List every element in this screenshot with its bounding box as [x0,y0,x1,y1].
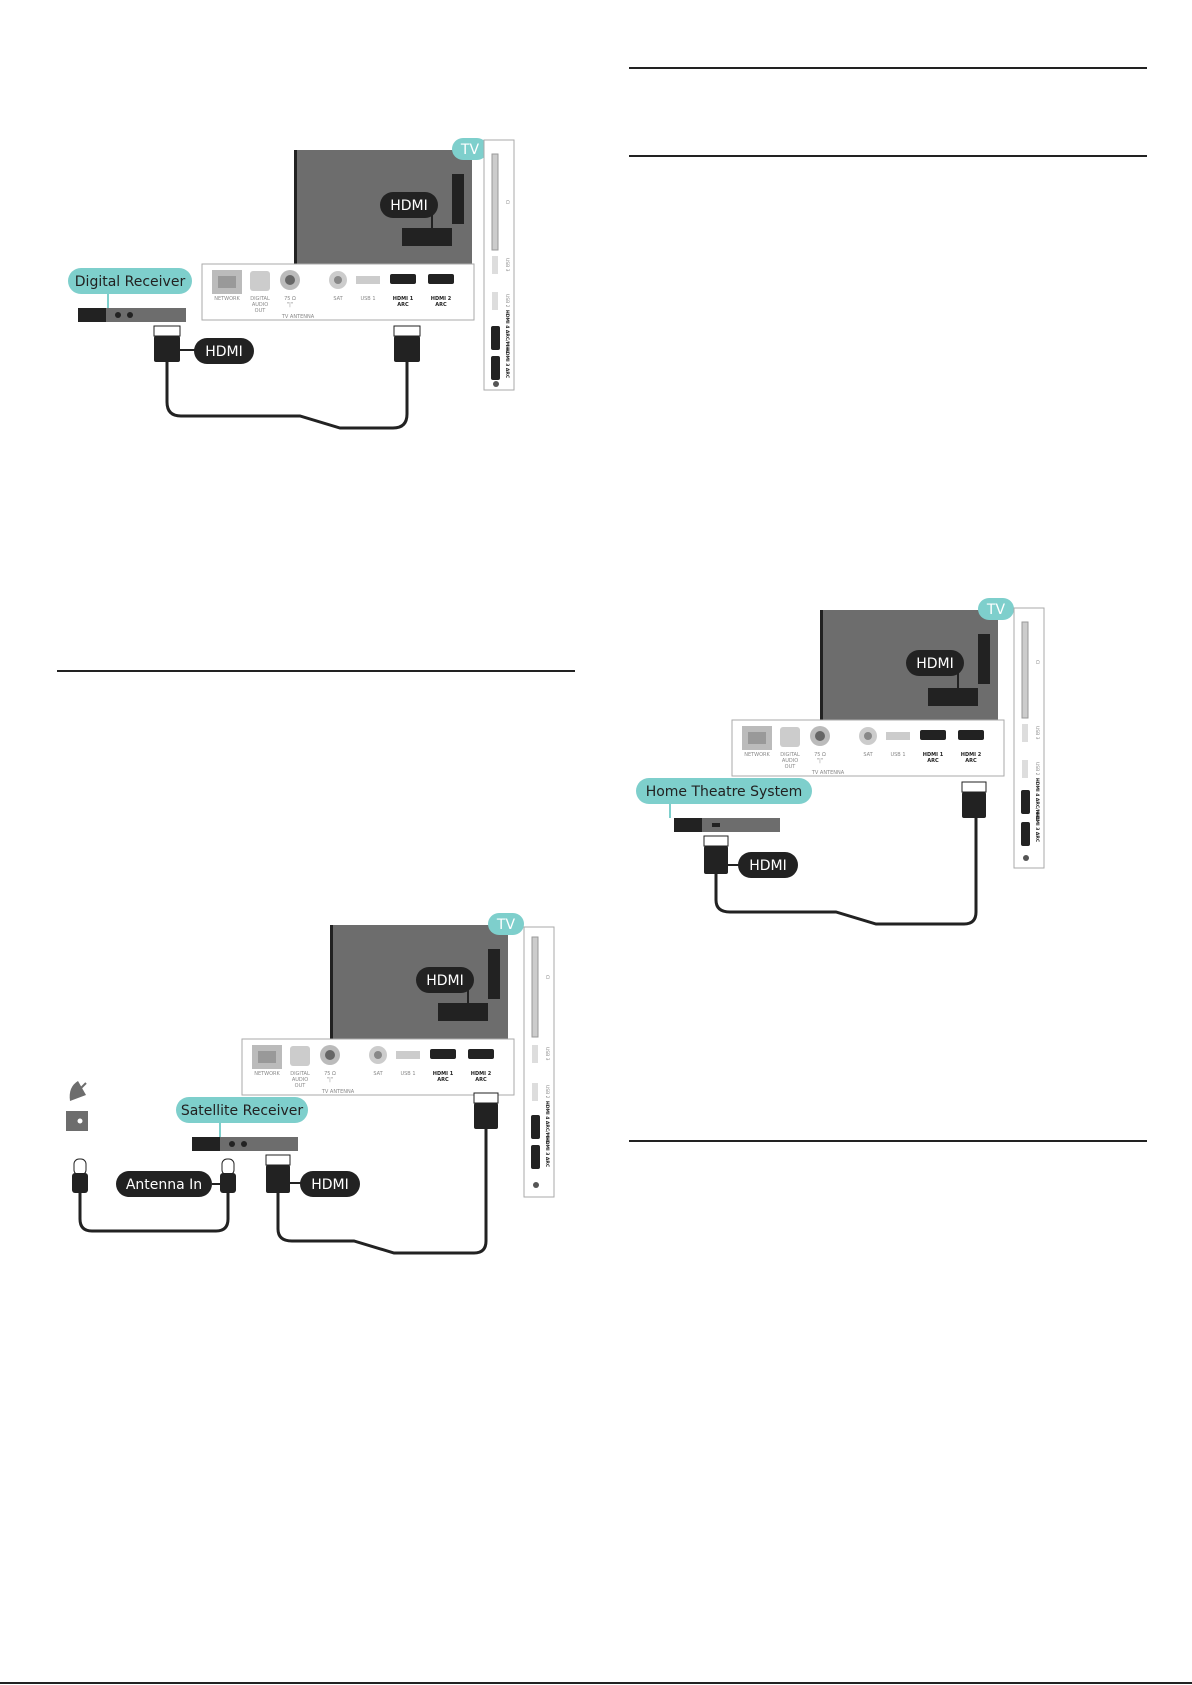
svg-text:HDMI 3 ARC: HDMI 3 ARC [1034,812,1040,843]
svg-text:OUT: OUT [785,764,797,770]
svg-text:HDMI 2: HDMI 2 [961,752,982,758]
tv-hdmi-pill [380,192,438,218]
svg-text:ARC: ARC [965,758,977,764]
hdmi-cable [165,362,409,430]
svg-text:USB 2: USB 2 [504,294,510,308]
left-mid-rule [57,670,575,672]
svg-text:ARC: ARC [437,1077,449,1083]
right-second-rule [629,155,1147,157]
home-theatre-label: Home Theatre System [646,784,803,800]
svg-text:AUDIO: AUDIO [292,1077,308,1083]
svg-text:HDMI 4 ARC/MHL: HDMI 4 ARC/MHL [544,1101,550,1144]
antenna-cable [78,1193,230,1233]
tv-hdmi-pill [906,650,964,676]
svg-text:USB 2: USB 2 [544,1085,550,1099]
svg-text:HDMI 1: HDMI 1 [433,1071,454,1077]
svg-text:NETWORK: NETWORK [214,296,240,302]
footer-rule [0,1682,1192,1684]
svg-text:ARC: ARC [475,1077,487,1083]
svg-text:HDMI 2: HDMI 2 [431,296,452,302]
svg-text:HDMI 4 ARC/MHL: HDMI 4 ARC/MHL [504,310,510,353]
tv-badge-label: TV [460,142,480,158]
svg-text:HDMI 1: HDMI 1 [923,752,944,758]
satellite-dish-icon [66,1081,88,1131]
svg-text:USB 2: USB 2 [1034,762,1040,776]
svg-text:USB 3: USB 3 [1034,726,1040,740]
right-top-rule [629,67,1147,69]
svg-text:HDMI 3 ARC: HDMI 3 ARC [544,1137,550,1168]
tv-hdmi-label: HDMI [426,973,464,989]
tv-badge [452,138,488,160]
svg-text:NETWORK: NETWORK [254,1071,280,1077]
svg-text:SAT: SAT [373,1071,383,1077]
svg-text:USB 3: USB 3 [544,1047,550,1061]
svg-text:"|": "|" [817,758,823,764]
svg-text:"|": "|" [287,302,293,308]
svg-text:75 Ω: 75 Ω [284,296,296,302]
hdmi-cable [276,1129,488,1255]
tv-badge-label: TV [986,602,1006,618]
cable-hdmi-pill [194,338,254,364]
tv-hdmi-pill [416,967,474,993]
svg-text:CI: CI [544,975,550,979]
svg-text:HDMI 2: HDMI 2 [471,1071,492,1077]
svg-text:ARC: ARC [397,302,409,308]
svg-text:NETWORK: NETWORK [744,752,770,758]
svg-text:AUDIO: AUDIO [252,302,268,308]
svg-text:USB 3: USB 3 [504,258,510,272]
svg-text:DIGITAL: DIGITAL [290,1071,310,1077]
svg-text:HDMI 3 ARC: HDMI 3 ARC [504,348,510,379]
digital-receiver-diagram: HDMI TV NETWORK DIGITAL AUDIO OUT 75 Ω "… [60,138,530,430]
svg-text:CI: CI [504,200,510,204]
tv-badge [488,913,524,935]
cable-hdmi-pill [300,1171,360,1197]
digital-receiver-label: Digital Receiver [75,274,186,290]
tv-badge-label: TV [496,917,516,933]
svg-text:75 Ω: 75 Ω [814,752,826,758]
svg-text:HDMI 1: HDMI 1 [393,296,414,302]
svg-text:DIGITAL: DIGITAL [780,752,800,758]
svg-text:SAT: SAT [333,296,343,302]
cable-hdmi-pill [738,852,798,878]
svg-text:75 Ω: 75 Ω [324,1071,336,1077]
svg-text:ARC: ARC [435,302,447,308]
svg-text:USB 1: USB 1 [890,752,905,758]
svg-text:DIGITAL: DIGITAL [250,296,270,302]
tv-badge [978,598,1014,620]
cable-hdmi-label: HDMI [749,858,787,874]
svg-text:USB 1: USB 1 [360,296,375,302]
tv-hdmi-label: HDMI [916,656,954,672]
svg-text:USB 1: USB 1 [400,1071,415,1077]
tv-hdmi-label: HDMI [390,198,428,214]
satellite-receiver-diagram: HDMI TV NETWORK DIGITAL AUDIO OUT 75 Ω "… [64,913,584,1255]
svg-text:OUT: OUT [255,308,267,314]
svg-text:CI: CI [1034,660,1040,664]
cable-hdmi-label: HDMI [205,344,243,360]
cable-hdmi-label: HDMI [311,1177,349,1193]
svg-text:HDMI 4 ARC/MHL: HDMI 4 ARC/MHL [1034,778,1040,821]
hdmi-cable [714,818,978,926]
device-label-pill [176,1097,308,1123]
svg-text:AUDIO: AUDIO [782,758,798,764]
satellite-receiver-label: Satellite Receiver [181,1103,304,1119]
svg-text:OUT: OUT [295,1083,307,1089]
antenna-in-label: Antenna In [126,1177,202,1193]
home-theatre-diagram: HDMI TV NETWORK DIGITAL AUDIO OUT 75 Ω "… [636,598,1056,930]
svg-text:ARC: ARC [927,758,939,764]
antenna-in-pill [116,1171,212,1197]
svg-text:SAT: SAT [863,752,873,758]
svg-text:"|": "|" [327,1077,333,1083]
svg-text:TV ANTENNA: TV ANTENNA [281,314,315,320]
device-label-pill [68,268,192,294]
right-bottom-rule [629,1140,1147,1142]
svg-text:TV ANTENNA: TV ANTENNA [321,1089,355,1095]
device-label-pill [636,778,812,804]
svg-text:TV ANTENNA: TV ANTENNA [811,770,845,776]
